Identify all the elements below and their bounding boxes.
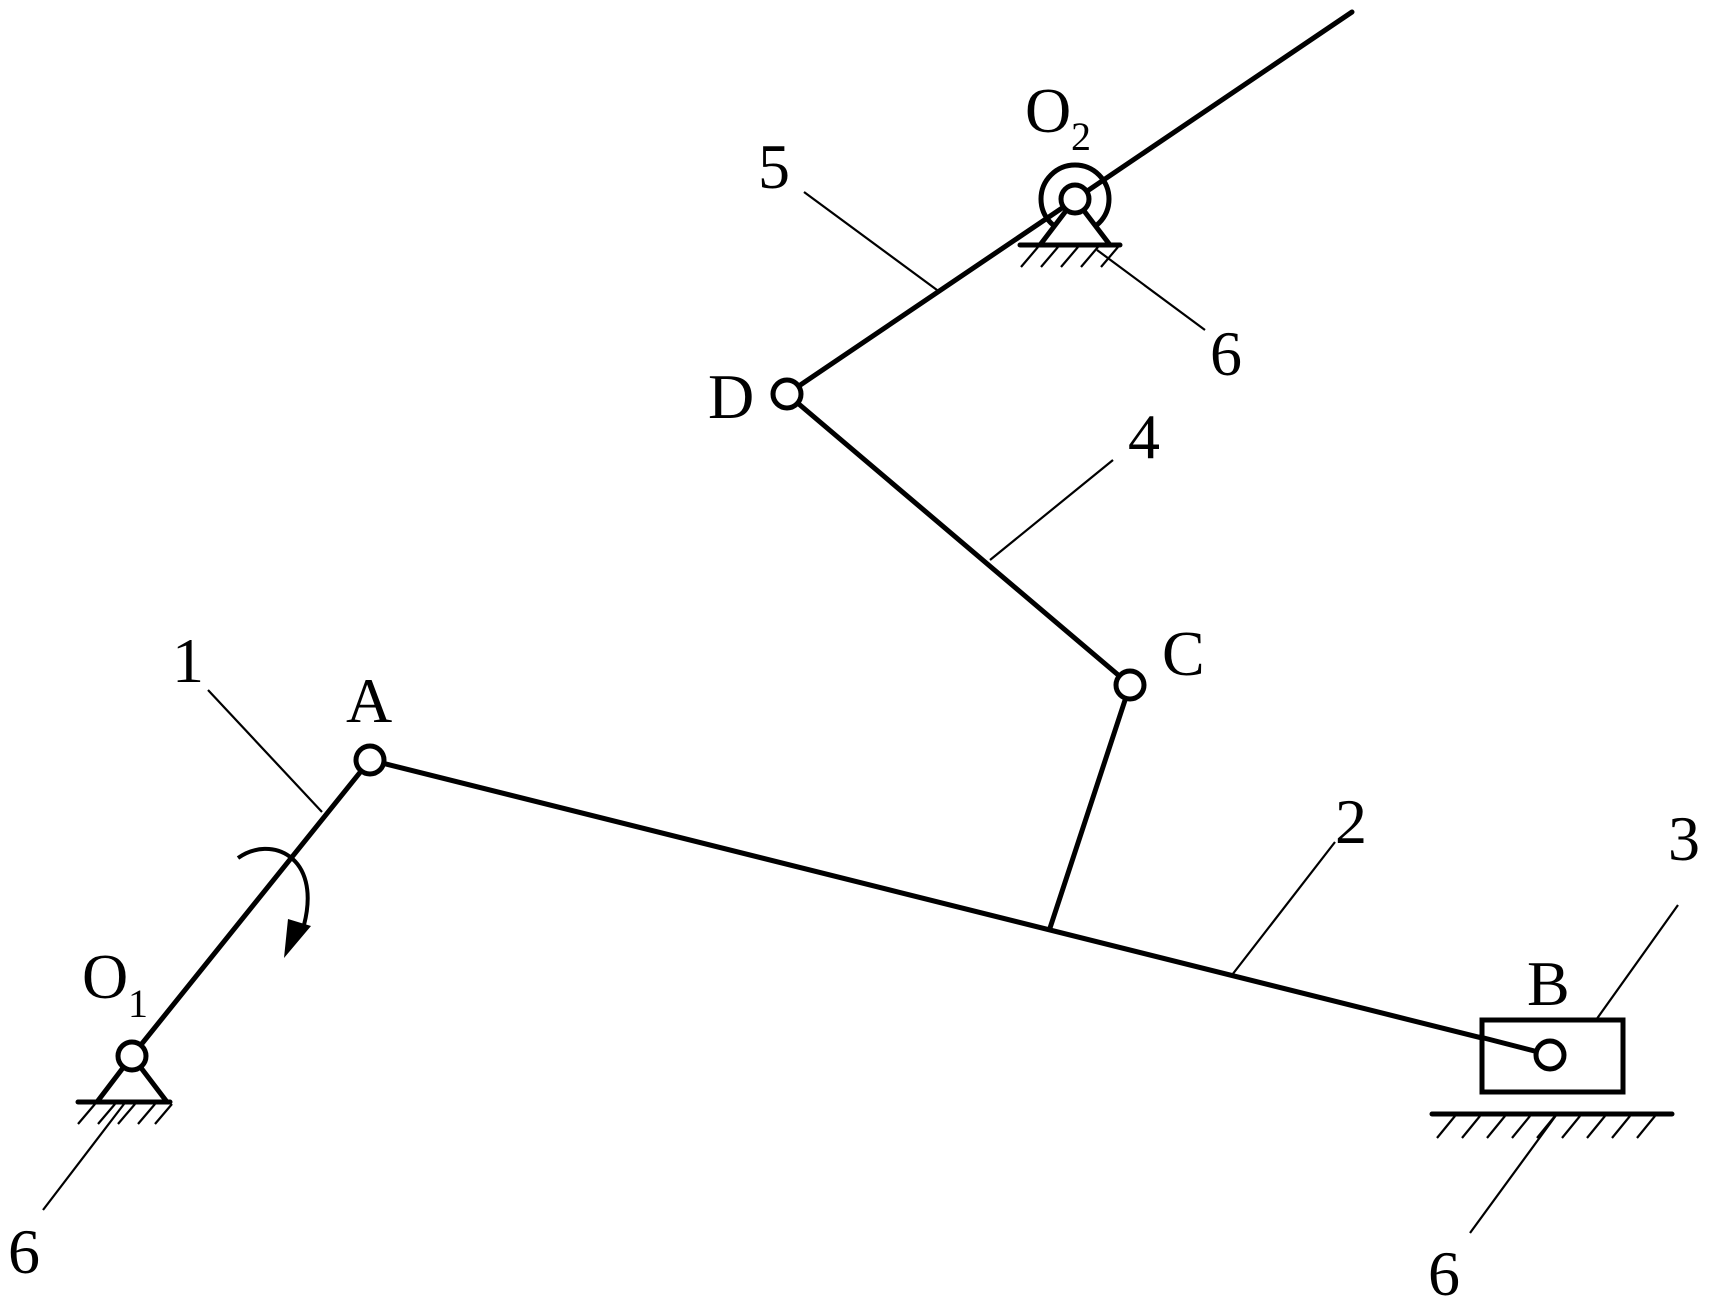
label-d: D: [708, 361, 754, 432]
label-frame-6-slider: 6: [1428, 1238, 1460, 1302]
label-link-4: 4: [1128, 401, 1160, 472]
label-link-1: 1: [172, 625, 204, 696]
label-o2-sub: 2: [1071, 114, 1091, 159]
joint-c: [1113, 668, 1147, 702]
leader-5: [803, 191, 938, 291]
joint-d: [770, 377, 804, 411]
label-a: A: [346, 665, 392, 736]
leader-6-slider: [1469, 1113, 1558, 1234]
label-link-3: 3: [1668, 803, 1700, 874]
leader-1: [207, 689, 323, 813]
label-o2: O: [1025, 75, 1071, 146]
joint-b: [1533, 1038, 1567, 1072]
label-link-2: 2: [1335, 786, 1367, 857]
label-c: C: [1162, 618, 1205, 689]
ground-support-o1: [75, 1051, 173, 1125]
joint-a: [353, 743, 387, 777]
label-link-5: 5: [758, 131, 790, 202]
label-b: B: [1527, 948, 1570, 1019]
rotation-arrow-icon: [236, 847, 311, 958]
ground-slider: [1429, 1111, 1675, 1139]
label-frame-6-top: 6: [1210, 318, 1242, 389]
link-1-crank: [129, 757, 373, 1059]
label-o1-sub: 1: [128, 981, 148, 1026]
link-4-coupler: [784, 391, 1133, 688]
joint-o1: [115, 1039, 149, 1073]
leader-6-left: [42, 1103, 125, 1211]
leader-4: [989, 459, 1114, 561]
label-o1: O: [82, 941, 128, 1012]
leader-2: [1231, 841, 1336, 976]
leader-6-top: [1096, 249, 1206, 331]
leader-3: [1595, 904, 1679, 1021]
label-frame-6-left: 6: [8, 1216, 40, 1287]
joint-o2: [1058, 182, 1092, 216]
link-connector-c: [1047, 682, 1133, 931]
link-2-connecting-rod: [367, 757, 1553, 1058]
ground-support-o2: [1017, 162, 1123, 268]
